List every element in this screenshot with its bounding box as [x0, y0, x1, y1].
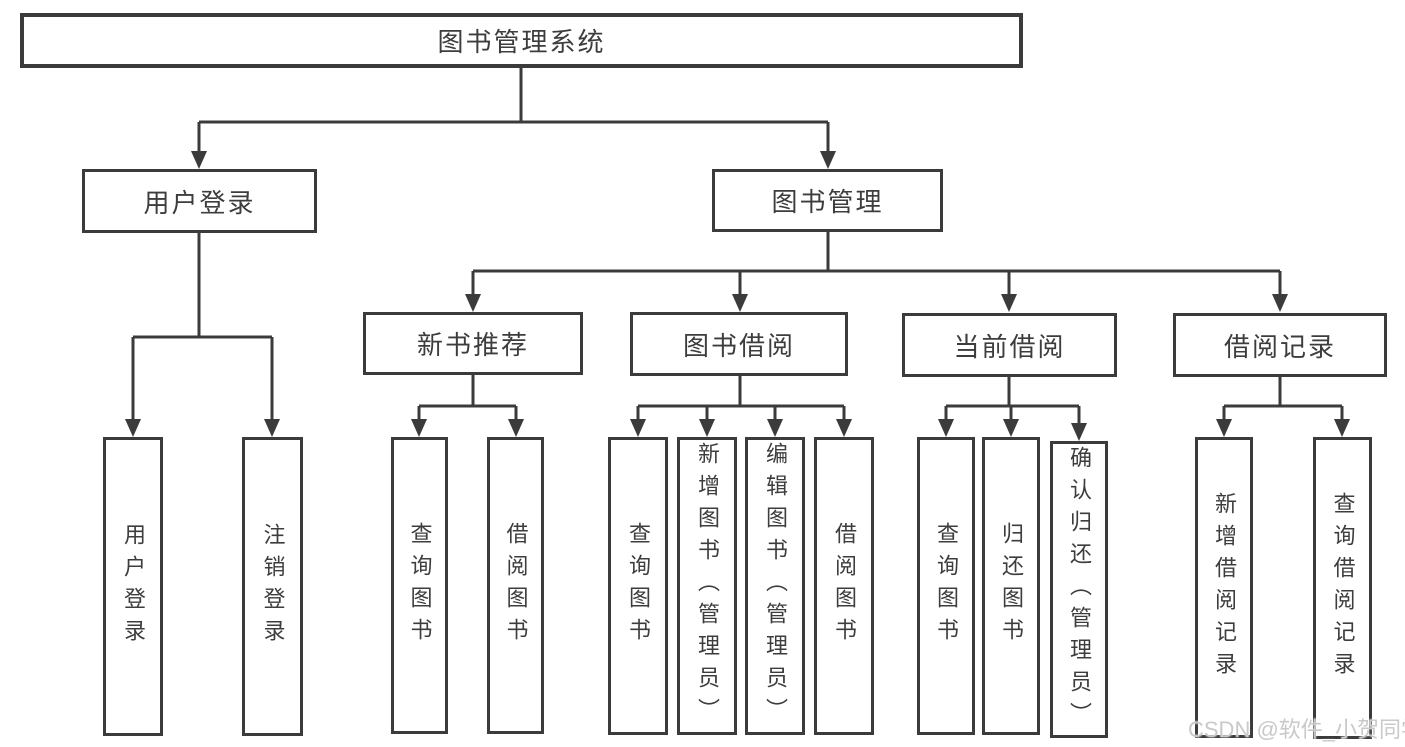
node-current-borrowing: 当前借阅 — [902, 313, 1117, 377]
csdn-watermark: CSDN @软件_小贺同学 — [1188, 717, 1405, 742]
leaf-borrow-books-recommend: 借阅图书 — [487, 437, 544, 734]
node-current-borrowing-label: 当前借阅 — [953, 331, 1066, 362]
leaf-logout: 注销登录 — [242, 437, 303, 736]
node-book-management: 图书管理 — [712, 169, 943, 232]
leaf-query-books-current-label: 查询图书 — [934, 522, 959, 650]
leaf-query-borrow-record: 查询借阅记录 — [1313, 437, 1372, 739]
leaf-query-books-recommend: 查询图书 — [391, 437, 448, 734]
node-root-library-system: 图书管理系统 — [20, 13, 1023, 68]
leaf-add-book-admin: 新增图书（管理员） — [677, 437, 737, 735]
leaf-user-login-label: 用户登录 — [121, 522, 146, 651]
node-user-login-label: 用户登录 — [143, 187, 256, 218]
node-borrowing-records-label: 借阅记录 — [1223, 331, 1336, 362]
node-new-book-recommendation-label: 新书推荐 — [416, 330, 529, 360]
leaf-borrow-books-label: 借阅图书 — [832, 522, 857, 650]
node-user-login: 用户登录 — [82, 169, 317, 233]
leaf-query-books-borrow: 查询图书 — [608, 437, 668, 735]
leaf-borrow-books: 借阅图书 — [814, 437, 874, 735]
leaf-borrow-books-recommend-label: 借阅图书 — [503, 521, 529, 650]
leaf-add-book-admin-label: 新增图书（管理员） — [695, 442, 720, 730]
leaf-confirm-return-admin: 确认归还（管理员） — [1050, 441, 1108, 738]
leaf-query-borrow-record-label: 查询借阅记录 — [1330, 492, 1356, 684]
node-root-label: 图书管理系统 — [437, 27, 606, 57]
node-book-management-label: 图书管理 — [771, 187, 884, 217]
leaf-confirm-return-admin-label: 确认归还（管理员） — [1067, 445, 1092, 734]
leaf-add-borrow-record-label: 新增借阅记录 — [1212, 491, 1237, 684]
leaf-query-books-borrow-label: 查询图书 — [626, 522, 651, 650]
node-book-borrowing-label: 图书借阅 — [682, 330, 795, 361]
leaf-query-books-recommend-label: 查询图书 — [407, 521, 433, 650]
leaf-edit-book-admin-label: 编辑图书（管理员） — [763, 442, 788, 730]
leaf-add-borrow-record: 新增借阅记录 — [1195, 437, 1253, 738]
node-book-borrowing: 图书借阅 — [630, 312, 848, 376]
node-borrowing-records: 借阅记录 — [1173, 313, 1387, 377]
leaf-query-books-current: 查询图书 — [917, 437, 975, 735]
leaf-return-books-label: 归还图书 — [999, 522, 1024, 650]
leaf-return-books: 归还图书 — [982, 437, 1040, 735]
node-new-book-recommendation: 新书推荐 — [363, 312, 583, 375]
leaf-logout-label: 注销登录 — [260, 522, 286, 651]
leaf-edit-book-admin: 编辑图书（管理员） — [745, 437, 805, 735]
leaf-user-login: 用户登录 — [103, 437, 163, 736]
